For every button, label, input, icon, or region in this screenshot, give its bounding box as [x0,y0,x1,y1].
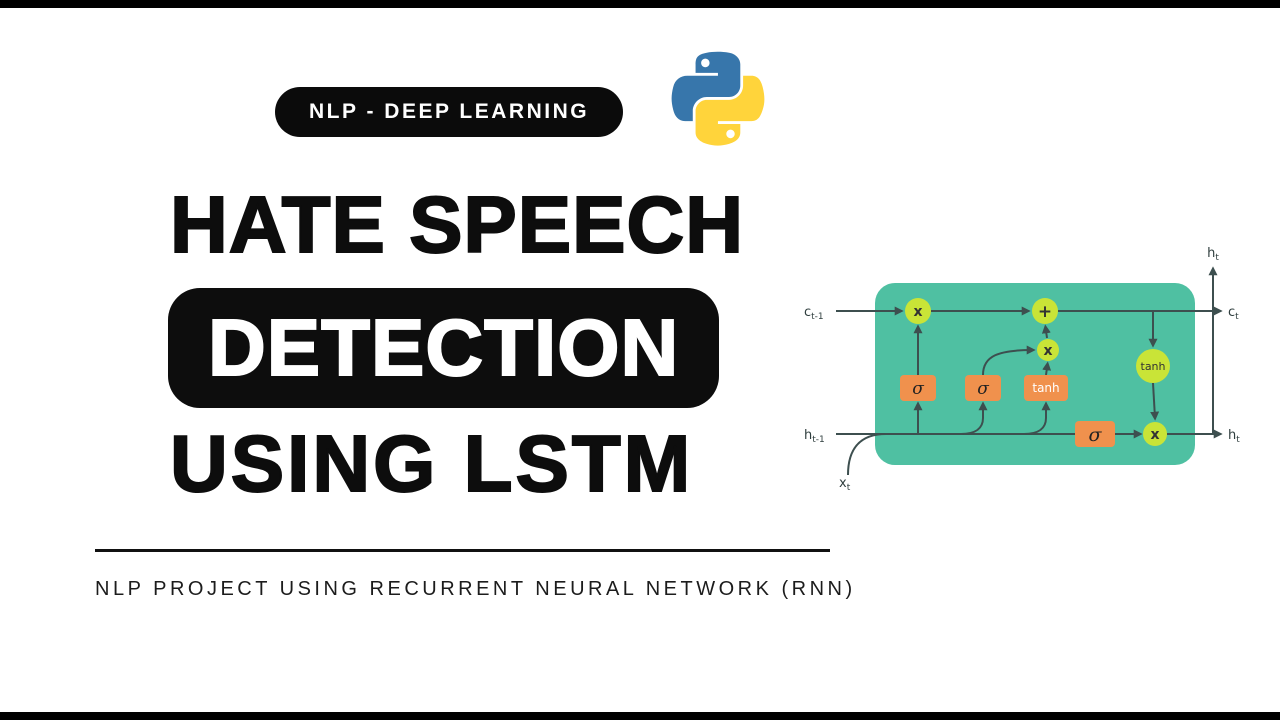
diagram-labels: ct-1 ht-1 xt ht ct ht [804,246,1240,493]
multiply-node-output [1143,422,1167,446]
divider-line [95,549,830,552]
label-h-prev: ht-1 [804,428,825,445]
label-c-out: ct [1228,305,1239,322]
add-node-label: + [1038,302,1052,322]
wire-h-to-sigma2 [960,401,988,435]
label-c-prev: ct-1 [804,305,824,322]
topic-badge: NLP - DEEP LEARNING [275,87,624,137]
label-x-input: xt [839,476,851,493]
forget-gate-box [900,375,936,401]
label-h-prev-sub: t-1 [812,435,825,445]
lstm-cell-box [875,283,1195,465]
label-c-out-sub: t [1235,312,1239,322]
python-logo-yellow-snake [695,75,765,146]
title-line-1: HATE SPEECH [169,180,745,269]
wire-sigma2-to-mul2 [982,345,1036,376]
letterbox-top [0,0,1280,8]
input-gate-label: σ [977,379,989,399]
label-h-out-sub: t [1236,435,1240,445]
multiply-node-input-label: x [1043,343,1052,359]
candidate-tanh-gate-label: tanh [1032,381,1059,395]
add-node [1032,298,1058,324]
label-h-prev-main: h [804,428,812,443]
gates: σ σ tanh σ [900,375,1115,447]
title-line-2-pill: DETECTION [168,288,720,408]
wire-x-input [847,433,887,476]
nodes: x + x tanh x [905,298,1170,446]
multiply-node-forget-label: x [913,304,922,320]
label-h-top: ht [1207,246,1219,263]
title-line-3: USING LSTM [169,419,694,508]
label-h-out-main: h [1228,428,1236,443]
label-h-top-sub: t [1215,253,1219,263]
wires [836,266,1223,476]
wire-mul2-to-add [1041,324,1051,339]
label-c-prev-sub: t-1 [811,312,824,322]
label-c-out-main: c [1228,305,1235,320]
input-gate-box [965,375,1001,401]
letterbox-bottom [0,712,1280,720]
multiply-node-output-label: x [1150,427,1159,443]
label-x-input-main: x [839,476,847,491]
python-logo-icon [671,51,765,146]
python-logo-blue-snake [671,51,741,122]
topic-badge-label: NLP - DEEP LEARNING [309,100,590,123]
candidate-tanh-gate-box [1024,375,1068,401]
label-c-prev-main: c [804,305,811,320]
output-gate-label: σ [1089,424,1103,446]
multiply-node-forget [905,298,931,324]
wire-tanh-node-to-mul3 [1150,382,1160,421]
wire-h-to-tanh-gate [1023,401,1051,435]
multiply-node-input [1037,339,1059,361]
tanh-output-node-label: tanh [1141,360,1166,373]
tanh-output-node [1136,349,1170,383]
output-gate-box [1075,421,1115,447]
forget-gate-label: σ [912,379,924,399]
wire-tanh-gate-to-mul2 [1042,361,1052,376]
title-line-2: DETECTION [207,303,680,392]
label-h-out: ht [1228,428,1240,445]
label-h-top-main: h [1207,246,1215,261]
subtitle-text: NLP PROJECT USING RECURRENT NEURAL NETWO… [95,578,856,600]
lstm-diagram: σ σ tanh σ x + x tanh x ct-1 ht-1 xt ht … [804,246,1240,493]
label-x-input-sub: t [847,483,851,493]
